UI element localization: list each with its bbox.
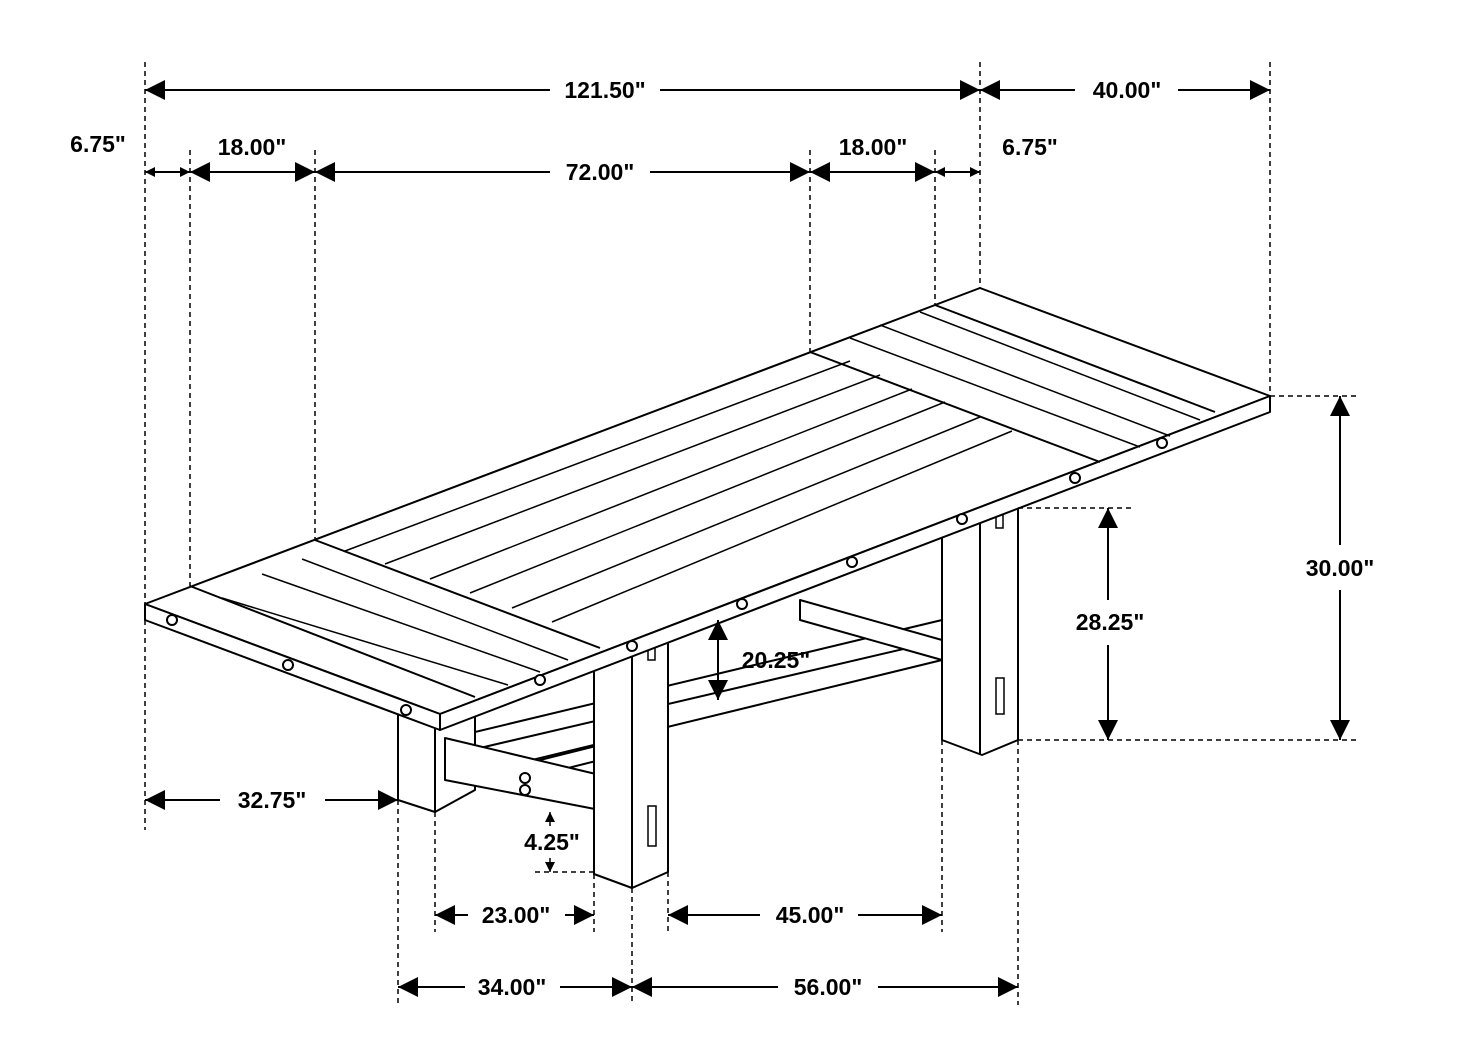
dimension-base-depth: 34.00": [398, 974, 632, 1000]
dimension-right-leaf: 18.00": [810, 134, 935, 182]
dimension-center-section: 72.00": [315, 159, 810, 185]
label-trestle-spacing: 45.00": [776, 902, 844, 928]
dimension-overall-height: 30.00": [1306, 396, 1374, 740]
near-trestle-leg: [593, 637, 669, 889]
dimension-left-leaf: 18.00": [190, 134, 315, 182]
label-overall-length: 121.50": [564, 77, 645, 103]
label-leaf-width: 40.00": [1093, 77, 1161, 103]
dimension-base-length: 56.00": [632, 974, 1018, 1000]
label-base-length: 56.00": [794, 974, 862, 1000]
label-apron-clearance: 28.25": [1076, 609, 1144, 635]
dimension-apron-clearance: 28.25": [1076, 508, 1144, 740]
dimension-foot-height: 4.25": [524, 812, 580, 872]
label-right-leaf: 18.00": [839, 134, 907, 160]
dimension-trestle-spacing: 45.00": [668, 902, 942, 928]
label-center-section: 72.00": [566, 159, 634, 185]
label-trestle-inset: 23.00": [482, 902, 550, 928]
dimension-stretcher-height: 20.25": [708, 620, 810, 700]
label-end-overhang: 32.75": [238, 787, 306, 813]
dimension-overall-length: 121.50": [145, 77, 980, 103]
table-illustration: [144, 287, 1271, 889]
label-right-overhang: 6.75": [1002, 134, 1058, 160]
label-foot-height: 4.25": [524, 829, 580, 855]
dimension-leaf-width: 40.00": [980, 77, 1270, 103]
dimension-left-overhang: 6.75": [70, 131, 190, 177]
table-top: [144, 287, 1271, 731]
dimension-right-overhang: 6.75": [935, 134, 1058, 177]
label-stretcher-height: 20.25": [742, 647, 810, 673]
dimension-end-overhang: 32.75": [145, 787, 398, 813]
left-trestle-foot: [397, 699, 601, 813]
far-trestle-leg: [941, 507, 1019, 756]
label-base-depth: 34.00": [478, 974, 546, 1000]
label-left-leaf: 18.00": [218, 134, 286, 160]
label-overall-height: 30.00": [1306, 555, 1374, 581]
label-left-overhang: 6.75": [70, 131, 126, 157]
dimension-trestle-inset: 23.00": [435, 902, 594, 928]
